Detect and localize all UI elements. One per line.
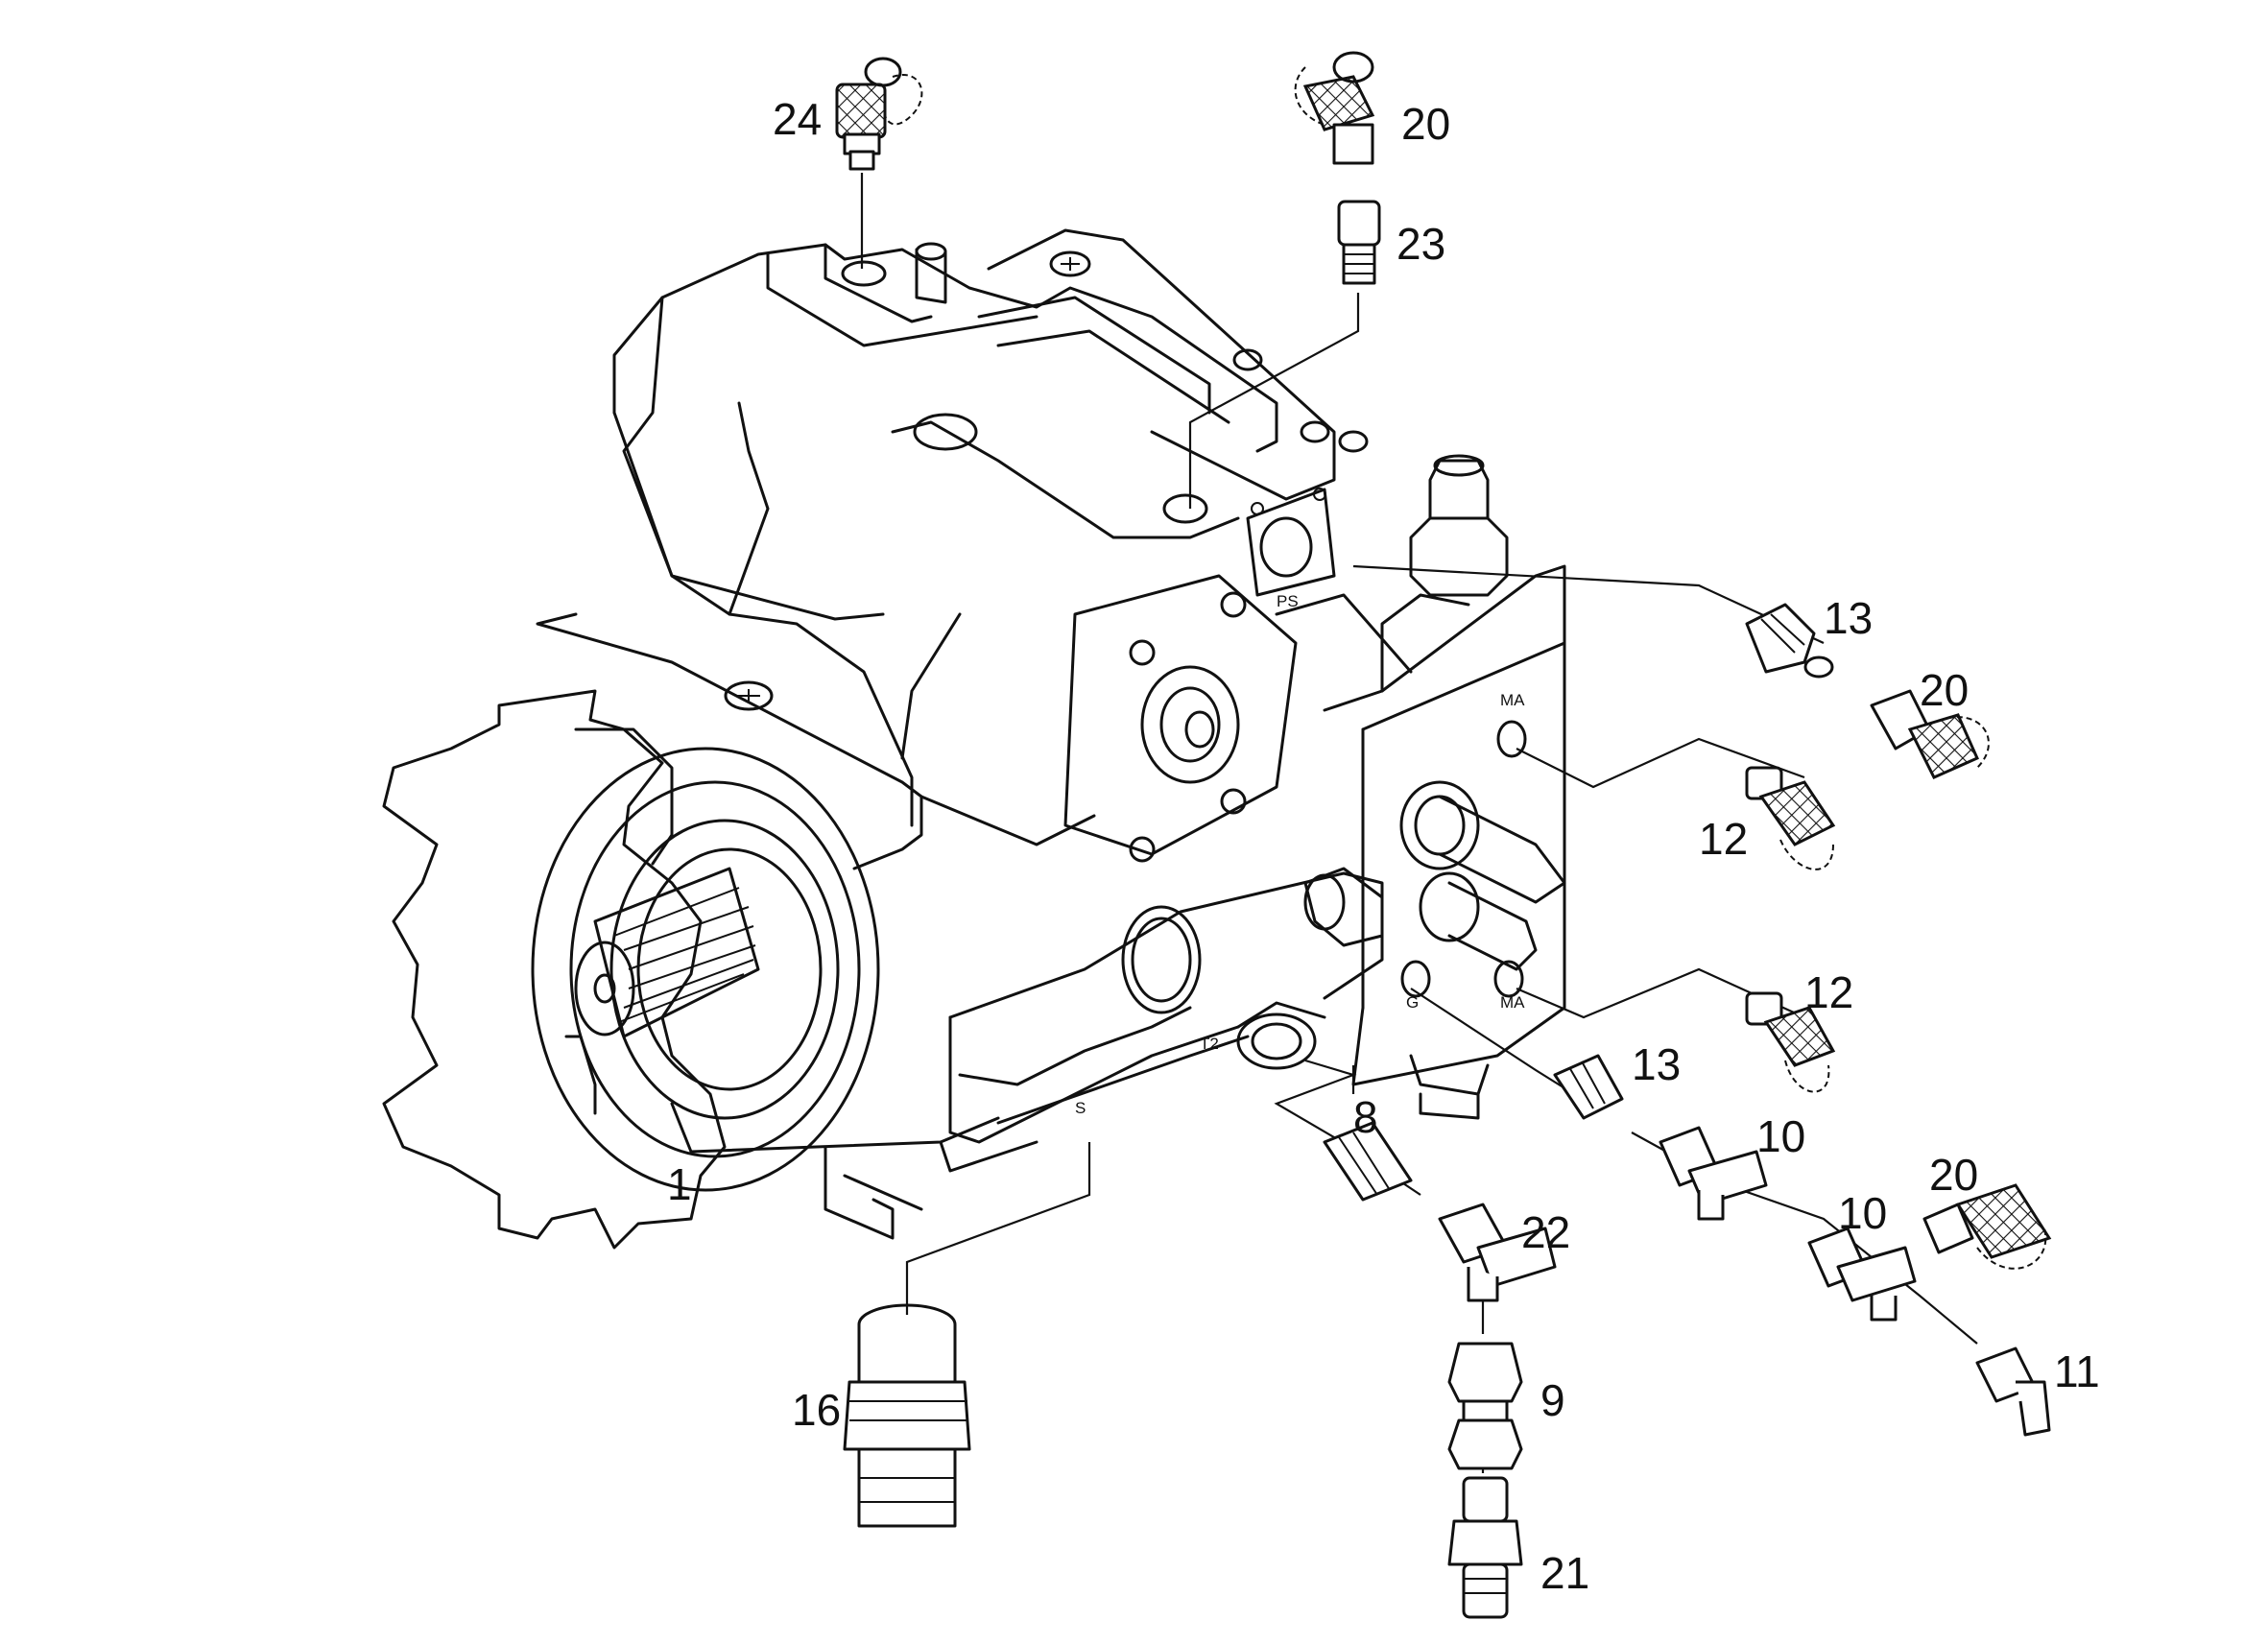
callout-23: 23 xyxy=(1397,219,1445,269)
callout-24: 24 xyxy=(773,94,822,144)
nipple-13-upper xyxy=(1745,603,1834,679)
callout-1: 1 xyxy=(667,1159,692,1209)
coupling-12-lower xyxy=(1745,991,1836,1093)
tee-10-upper xyxy=(1659,1126,1768,1221)
elbow-11 xyxy=(1975,1346,2051,1437)
callout-16: 16 xyxy=(792,1385,841,1435)
callout-13-upper: 13 xyxy=(1824,593,1873,643)
housing-cover xyxy=(612,243,1278,453)
callout-10-lower: 10 xyxy=(1838,1188,1887,1238)
callout-20-lower: 20 xyxy=(1929,1150,1978,1200)
port-label-g: G xyxy=(1406,993,1419,1012)
callout-numbers: 1 8 9 10 10 11 12 12 13 13 16 20 20 20 2… xyxy=(667,94,2100,1598)
pump-body xyxy=(382,228,1566,1250)
mounting-flange xyxy=(382,689,727,1250)
tee-10-lower xyxy=(1807,1227,1917,1322)
charge-pump-cover xyxy=(1063,574,1298,863)
port-label-ps: PS xyxy=(1277,592,1299,610)
nipple-23 xyxy=(1337,200,1381,285)
flange-boss xyxy=(531,747,880,1192)
callout-13-lower: 13 xyxy=(1632,1039,1681,1089)
union-9 xyxy=(1447,1342,1523,1470)
test-coupling-20-top xyxy=(1294,51,1375,165)
callout-12-lower: 12 xyxy=(1804,967,1853,1017)
port-label-t2: T2 xyxy=(1200,1035,1219,1053)
coupling-12-upper xyxy=(1745,766,1836,870)
nipple-13-lower xyxy=(1553,1054,1624,1120)
callout-8: 8 xyxy=(1353,1092,1378,1142)
nipple-8 xyxy=(1323,1121,1413,1202)
splined-shaft xyxy=(574,867,760,1038)
port-labels: PS MA MA G T2 S xyxy=(1075,592,1525,1117)
port-label-ma-bottom: MA xyxy=(1500,993,1525,1012)
port-label-ma-top: MA xyxy=(1500,691,1525,709)
callout-21: 21 xyxy=(1540,1548,1589,1598)
test-coupling-24 xyxy=(835,57,923,171)
tee-22 xyxy=(1438,1203,1557,1302)
relief-valve-cap xyxy=(1409,454,1509,597)
callout-11: 11 xyxy=(2054,1346,2100,1396)
callout-10-upper: 10 xyxy=(1756,1111,1805,1161)
callout-9: 9 xyxy=(1540,1375,1565,1425)
nipple-16 xyxy=(843,1303,971,1528)
test-coupling-20-right xyxy=(1870,689,1990,779)
callout-12-upper: 12 xyxy=(1699,814,1748,864)
test-coupling-20-lower xyxy=(1922,1183,2052,1270)
callout-20-top: 20 xyxy=(1401,99,1450,149)
callout-22: 22 xyxy=(1521,1207,1570,1257)
port-label-s: S xyxy=(1075,1099,1086,1117)
nipple-21 xyxy=(1447,1476,1523,1619)
side-port-boss xyxy=(1121,905,1202,1014)
callout-20-right: 20 xyxy=(1920,665,1969,715)
